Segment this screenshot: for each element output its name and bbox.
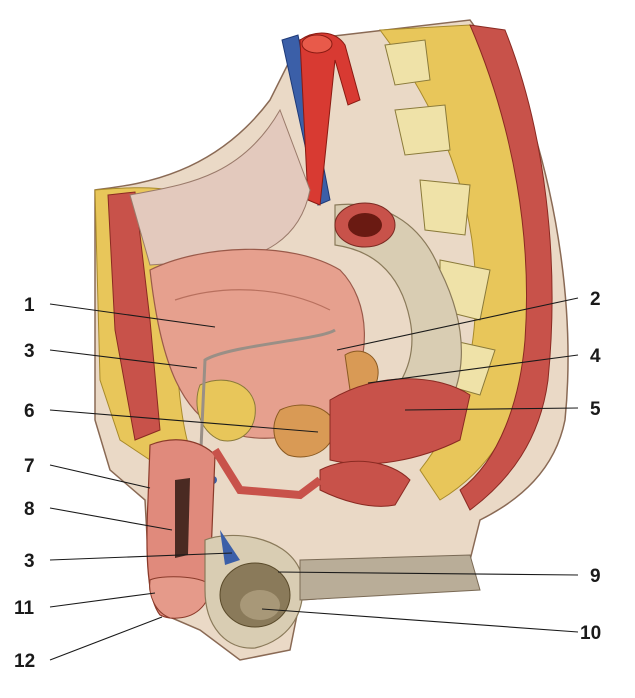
vertebra-1	[384, 39, 431, 86]
label-3b: 3	[24, 551, 35, 572]
label-4: 4	[590, 346, 601, 367]
label-8: 8	[24, 499, 35, 520]
labels-right: 2 4 5 9 10	[580, 289, 601, 644]
leader-5	[404, 407, 579, 411]
label-1: 1	[24, 295, 35, 316]
vertebra-2	[394, 104, 451, 156]
leader-7	[49, 464, 151, 489]
leader-lines	[49, 297, 579, 661]
anal-sphincter	[319, 460, 411, 507]
leader-11	[49, 592, 156, 608]
label-5: 5	[590, 399, 601, 420]
label-10: 10	[580, 623, 601, 644]
label-2: 2	[590, 289, 601, 310]
label-7: 7	[24, 456, 35, 477]
labels-left: 1 3 6 7 8 3 11 12	[14, 295, 35, 672]
corpus-cavernosum	[175, 478, 190, 558]
leader-1	[49, 303, 216, 328]
artery-vessel	[299, 32, 361, 206]
glans	[149, 576, 211, 619]
leader-3b	[49, 552, 233, 561]
pelvis-illustration	[94, 19, 569, 661]
thigh-stump	[299, 554, 481, 601]
label-12: 12	[14, 651, 35, 672]
rectum-lumen-inner	[348, 213, 382, 237]
bladder-fold	[174, 289, 331, 311]
vertebra-3	[419, 179, 471, 236]
label-11: 11	[14, 598, 35, 619]
leader-12	[49, 616, 163, 661]
catheter	[198, 328, 336, 471]
label-6: 6	[24, 401, 35, 422]
back-muscle	[459, 24, 553, 511]
label-3a: 3	[24, 341, 35, 362]
leader-6	[49, 409, 319, 433]
leader-9	[277, 571, 579, 576]
testis-highlight	[240, 590, 280, 620]
leader-2	[336, 297, 579, 351]
urethra	[211, 447, 323, 500]
leader-3a	[49, 349, 198, 369]
spermatic-vein	[220, 530, 240, 565]
leader-10	[261, 608, 579, 633]
label-9: 9	[590, 566, 601, 587]
artery-cross-section	[301, 34, 333, 54]
leader-4	[367, 354, 579, 384]
leader-8	[49, 507, 173, 531]
